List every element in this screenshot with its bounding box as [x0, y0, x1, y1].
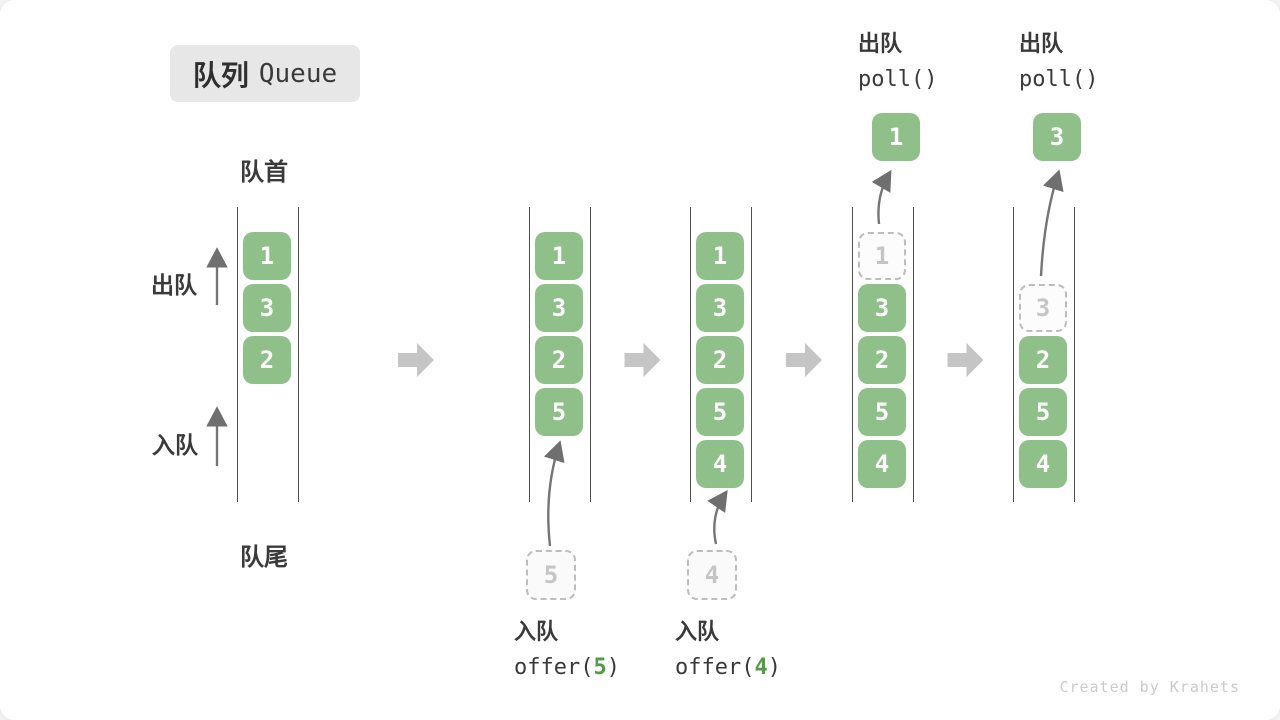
- enqueue-caption-code: offer(4): [675, 650, 781, 686]
- next-stage-arrow-icon: [398, 343, 434, 377]
- queue-slot-box: 2: [535, 336, 583, 384]
- queue-slot-box: 4: [696, 440, 744, 488]
- caption-code-arg: 5: [593, 655, 607, 680]
- queue-rail-right-initial: [297, 207, 300, 502]
- queue-rail-left-after-poll-3: [1012, 207, 1015, 502]
- title-en: Queue: [258, 58, 338, 89]
- next-stage-arrow-icon: [624, 343, 661, 377]
- enqueue-caption: 入队 offer(4): [675, 616, 781, 686]
- queue-rail-left-initial: [236, 207, 239, 502]
- title-zh: 队列: [192, 58, 249, 92]
- queue-slot-box: 5: [535, 388, 583, 436]
- queue-rail-left-after-offer-5: [528, 207, 531, 502]
- caption-code-post: ): [767, 655, 781, 680]
- popped-box: 3: [1033, 113, 1081, 161]
- next-stage-arrow-icon: [786, 343, 822, 377]
- queue-slot-box: 4: [1019, 440, 1067, 488]
- queue-slot-box: 3: [858, 284, 906, 332]
- dashed-slot-box: 3: [1019, 284, 1067, 332]
- queue-slot-box: 3: [535, 284, 583, 332]
- queue-slot-box: 2: [1019, 336, 1067, 384]
- queue-slot-box: 1: [243, 232, 291, 280]
- next-stage-arrow-icon: [947, 343, 984, 377]
- queue-slot-box: 4: [858, 440, 906, 488]
- dequeue-header: 出队 poll(): [858, 28, 937, 98]
- dequeue-curved-arrow-icon: [1039, 169, 1064, 277]
- enqueue-curved-arrow-icon: [707, 490, 728, 545]
- caption-code-post: ): [606, 655, 620, 680]
- dequeue-header-zh: 出队: [858, 32, 903, 57]
- caption-code-arg: 4: [754, 655, 768, 680]
- enqueue-caption-zh: 入队: [675, 620, 720, 645]
- queue-slot-box: 5: [858, 388, 906, 436]
- dashed-slot-box: 1: [858, 232, 906, 280]
- queue-slot-box: 2: [243, 336, 291, 384]
- queue-slot-box: 5: [696, 388, 744, 436]
- popped-box: 1: [872, 113, 920, 161]
- dequeue-header-code: poll(): [858, 67, 938, 92]
- queue-rear-label: 队尾: [240, 543, 288, 571]
- queue-front-label: 队首: [240, 158, 288, 186]
- dequeue-curved-arrow-icon: [871, 169, 892, 225]
- queue-slot-box: 1: [535, 232, 583, 280]
- queue-slot-box: 2: [696, 336, 744, 384]
- caption-code-pre: offer(: [514, 655, 594, 680]
- enqueue-side-label: 入队: [152, 433, 198, 459]
- queue-slot-box: 1: [696, 232, 744, 280]
- title-badge: 队列 Queue: [170, 45, 360, 102]
- queue-slot-box: 3: [243, 284, 291, 332]
- dequeue-header-zh: 出队: [1019, 32, 1064, 57]
- caption-code-pre: offer(: [675, 655, 755, 680]
- queue-slot-box: 3: [696, 284, 744, 332]
- enqueue-caption-code: offer(5): [514, 650, 620, 686]
- watermark: Created by Krahets: [1059, 678, 1240, 696]
- dequeue-side-label: 出队: [151, 273, 197, 299]
- enqueue-caption-zh: 入队: [514, 620, 559, 645]
- pending-box: 5: [526, 550, 576, 600]
- queue-rail-right-after-offer-5: [589, 207, 592, 502]
- queue-rail-left-after-poll-1: [851, 207, 854, 502]
- enqueue-curved-arrow-icon: [543, 440, 565, 547]
- enqueue-caption: 入队 offer(5): [514, 616, 620, 686]
- queue-rail-right-after-poll-3: [1073, 207, 1076, 502]
- pending-box: 4: [687, 550, 737, 600]
- queue-rail-right-after-offer-4: [750, 207, 753, 502]
- dequeue-header: 出队 poll(): [1019, 28, 1098, 98]
- queue-slot-box: 2: [858, 336, 906, 384]
- queue-rail-right-after-poll-1: [912, 207, 915, 502]
- queue-slot-box: 5: [1019, 388, 1067, 436]
- dequeue-header-code: poll(): [1019, 67, 1099, 92]
- queue-rail-left-after-offer-4: [689, 207, 692, 502]
